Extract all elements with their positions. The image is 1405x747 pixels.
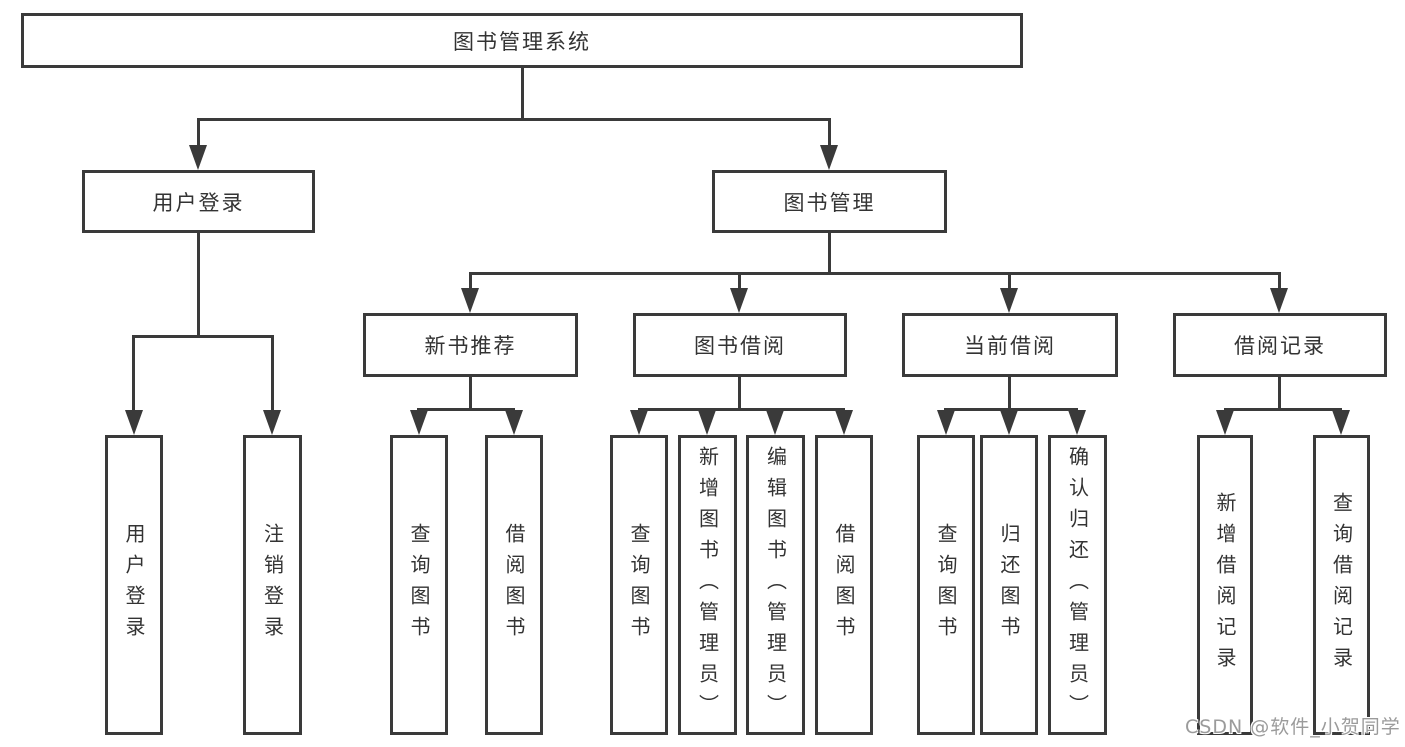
arrowhead — [505, 410, 523, 435]
node-current-borrow: 当前借阅 — [902, 313, 1118, 377]
leaf-return-books: 归还图书 — [980, 435, 1038, 735]
node-borrow-records: 借阅记录 — [1173, 313, 1387, 377]
leaf-query-books-current: 查询图书 — [917, 435, 975, 735]
connector-branch — [944, 408, 1078, 411]
connector-stem — [738, 272, 741, 290]
arrowhead — [820, 145, 838, 170]
connector-login-branch — [132, 335, 273, 338]
node-current-borrow-label: 当前借阅 — [964, 334, 1056, 358]
arrowhead — [1068, 410, 1086, 435]
node-user-login-label: 用户登录 — [152, 190, 245, 215]
node-book-management: 图书管理 — [712, 170, 947, 233]
leaf-add-books-admin: 新增图书（管理员） — [678, 435, 737, 735]
connector-mgmt-branch — [469, 272, 1281, 275]
leaf-borrow-books-label: 借阅图书 — [832, 523, 856, 647]
leaf-borrow-books-recommend-label: 借阅图书 — [502, 523, 526, 647]
connector-stub — [469, 377, 472, 408]
arrowhead — [125, 410, 143, 435]
arrowhead — [730, 288, 748, 313]
connector-stem — [197, 118, 200, 147]
leaf-query-books-current-label: 查询图书 — [934, 523, 958, 647]
node-user-login: 用户登录 — [82, 170, 315, 233]
leaf-query-books-recommend-label: 查询图书 — [407, 523, 431, 647]
connector-branch — [417, 408, 515, 411]
leaf-borrow-books: 借阅图书 — [815, 435, 873, 735]
leaf-edit-books-admin: 编辑图书（管理员） — [746, 435, 805, 735]
leaf-add-borrow-record: 新增借阅记录 — [1197, 435, 1253, 735]
connector-stem — [271, 335, 274, 410]
connector-stub — [1008, 377, 1011, 408]
node-book-management-label: 图书管理 — [783, 190, 876, 215]
connector-stub — [738, 377, 741, 408]
leaf-query-borrow-record: 查询借阅记录 — [1313, 435, 1370, 735]
connector-root-stub — [521, 68, 524, 118]
arrowhead — [1000, 288, 1018, 313]
connector-stem — [1278, 272, 1281, 290]
leaf-query-books-borrow-label: 查询图书 — [627, 523, 651, 647]
csdn-watermark: CSDN @软件_小贺同学 — [1185, 716, 1401, 738]
arrowhead — [410, 410, 428, 435]
node-root-label: 图书管理系统 — [453, 29, 591, 54]
leaf-add-borrow-record-label: 新增借阅记录 — [1213, 492, 1237, 678]
leaf-add-books-admin-label: 新增图书（管理员） — [695, 445, 720, 725]
arrowhead — [630, 410, 648, 435]
node-new-book-recommend: 新书推荐 — [363, 313, 578, 377]
arrowhead — [937, 410, 955, 435]
leaf-user-login: 用户登录 — [105, 435, 163, 735]
leaf-borrow-books-recommend: 借阅图书 — [485, 435, 543, 735]
arrowhead — [189, 145, 207, 170]
connector-stub — [1278, 377, 1281, 408]
connector-mgmt-stub — [828, 233, 831, 272]
arrowhead — [1000, 410, 1018, 435]
arrowhead — [698, 410, 716, 435]
arrowhead — [263, 410, 281, 435]
arrowhead — [461, 288, 479, 313]
node-new-book-recommend-label: 新书推荐 — [424, 334, 517, 358]
leaf-confirm-return-admin: 确认归还（管理员） — [1048, 435, 1107, 735]
leaf-edit-books-admin-label: 编辑图书（管理员） — [763, 445, 788, 725]
node-book-borrow-label: 图书借阅 — [694, 334, 786, 358]
leaf-query-books-recommend: 查询图书 — [390, 435, 448, 735]
arrowhead — [835, 410, 853, 435]
leaf-user-login-label: 用户登录 — [122, 523, 146, 647]
connector-branch — [1224, 408, 1342, 411]
connector-stem — [469, 272, 472, 290]
connector-root-branch — [197, 118, 831, 121]
node-borrow-records-label: 借阅记录 — [1234, 334, 1326, 358]
arrowhead — [1270, 288, 1288, 313]
leaf-confirm-return-admin-label: 确认归还（管理员） — [1065, 445, 1090, 725]
connector-stem — [132, 335, 135, 410]
arrowhead — [766, 410, 784, 435]
connector-branch — [638, 408, 845, 411]
node-book-borrow: 图书借阅 — [633, 313, 847, 377]
arrowhead — [1332, 410, 1350, 435]
connector-stem — [1008, 272, 1011, 290]
leaf-query-books-borrow: 查询图书 — [610, 435, 668, 735]
leaf-return-books-label: 归还图书 — [997, 523, 1021, 647]
leaf-query-borrow-record-label: 查询借阅记录 — [1329, 492, 1354, 678]
connector-stem — [828, 118, 831, 147]
leaf-logout: 注销登录 — [243, 435, 302, 735]
node-root: 图书管理系统 — [21, 13, 1023, 68]
connector-login-stub — [197, 233, 200, 335]
arrowhead — [1216, 410, 1234, 435]
leaf-logout-label: 注销登录 — [260, 523, 285, 647]
